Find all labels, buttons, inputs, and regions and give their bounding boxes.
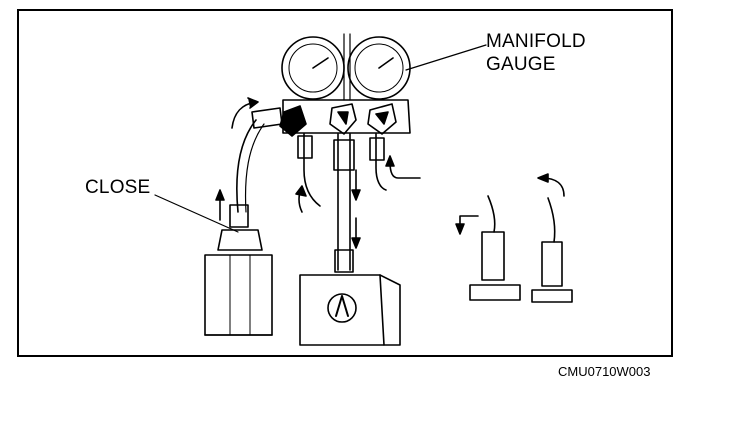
- close-leader-line: [154, 194, 239, 233]
- low-side-service-port: [469, 195, 521, 301]
- manifold-leader-line: [405, 44, 487, 71]
- flow-arrows: [215, 97, 565, 249]
- manifold-label-line1: MANIFOLD: [486, 31, 586, 52]
- refrigerant-container: [204, 229, 273, 336]
- figure-frame: [17, 9, 673, 357]
- center-hose: [333, 133, 355, 273]
- hose-coupler-left: [251, 107, 283, 129]
- close-label: CLOSE: [85, 177, 151, 198]
- charging-hose-left: [236, 119, 257, 213]
- manifold-label-line2: GAUGE: [486, 54, 556, 75]
- center-valve-knob: [329, 103, 357, 135]
- low-pressure-gauge: [281, 36, 345, 100]
- figure-code: CMU0710W003: [558, 364, 651, 379]
- high-pressure-gauge: [347, 36, 411, 100]
- high-side-service-port: [531, 197, 573, 303]
- high-side-hose: [375, 133, 387, 191]
- high-side-valve-knob: [367, 103, 397, 135]
- vacuum-pump: [299, 274, 401, 346]
- low-side-valve-knob: [279, 105, 307, 137]
- manifold-gauge-label: MANIFOLD GAUGE: [486, 30, 586, 76]
- low-side-hose: [303, 133, 321, 207]
